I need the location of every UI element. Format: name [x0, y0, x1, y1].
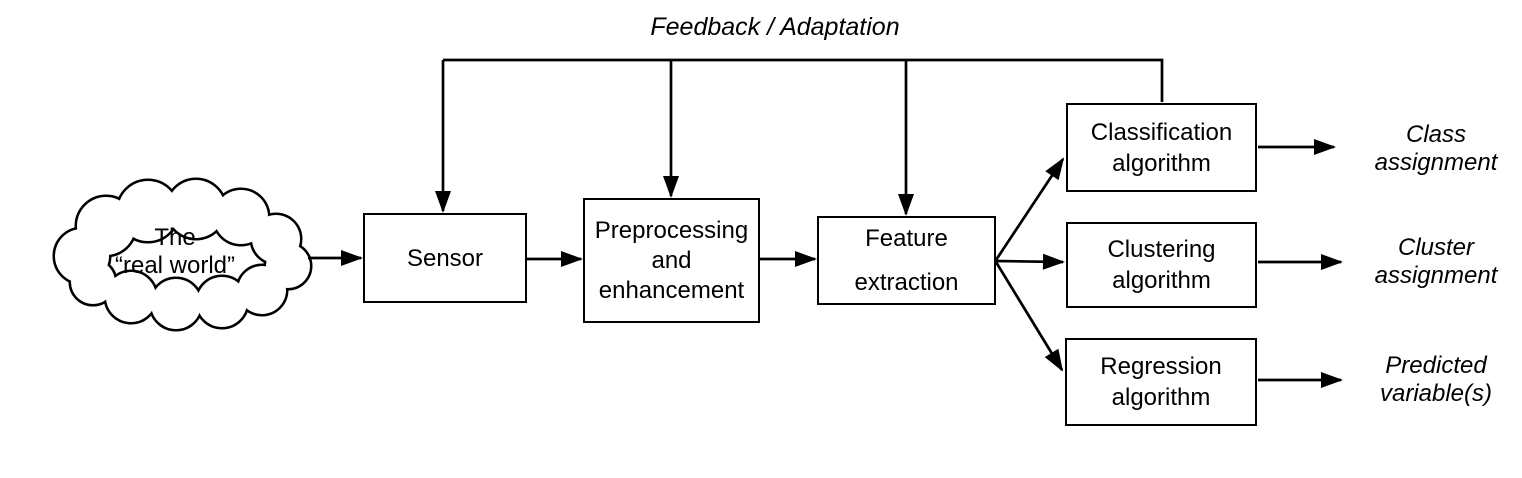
classification-box: Classification algorithm: [1066, 103, 1257, 192]
classification-label-line2: algorithm: [1112, 149, 1211, 177]
clustering-label-line2: algorithm: [1112, 267, 1211, 294]
sensor-label: Sensor: [406, 244, 484, 272]
cluster-assignment-line2: assignment: [1374, 262, 1498, 289]
preprocessing-label-line3: enhancement: [598, 276, 745, 304]
sensor-box: Sensor: [363, 213, 527, 303]
cloud-label-line1: The: [154, 224, 196, 251]
preprocessing-box: Preprocessing and enhancement: [583, 198, 760, 323]
predicted-variables-output: Predicted variable(s): [1326, 352, 1522, 408]
cluster-assignment-line1: Cluster: [1397, 234, 1475, 261]
cloud-shape-fill: [55, 180, 310, 329]
predicted-variables-line1: Predicted: [1385, 352, 1487, 379]
regression-label-line2: algorithm: [1111, 384, 1211, 411]
clustering-label-line1: Clustering: [1107, 236, 1216, 263]
regression-label-line1: Regression: [1100, 353, 1222, 380]
feedback-rail-line: [443, 58, 1164, 102]
preprocessing-label-line2: and: [651, 246, 692, 274]
classification-label-line1: Classification: [1090, 118, 1233, 146]
cluster-assignment-output: Cluster assignment: [1326, 234, 1522, 290]
class-assignment-line1: Class: [1405, 121, 1466, 148]
clustering-box: Clustering algorithm: [1066, 222, 1257, 308]
feature-extraction-label-line1: Feature: [865, 224, 948, 252]
feature-extraction-box: Feature extraction: [817, 216, 996, 305]
regression-box: Regression algorithm: [1065, 338, 1257, 426]
feature-extraction-label-line2: extraction: [854, 268, 959, 296]
cloud-label-line2: “real world”: [114, 252, 236, 279]
class-assignment-output: Class assignment: [1326, 121, 1522, 177]
cloud-node: The “real world”: [65, 224, 285, 280]
class-assignment-line2: assignment: [1374, 149, 1498, 176]
predicted-variables-line2: variable(s): [1379, 380, 1493, 407]
diagram-title: Feedback / Adaptation: [650, 13, 900, 41]
arrow-feature-to-regression: [994, 261, 1064, 372]
arrow-feature-to-classification: [994, 157, 1065, 261]
preprocessing-label-line1: Preprocessing: [594, 216, 749, 244]
arrow-feature-to-clustering: [995, 253, 1065, 270]
